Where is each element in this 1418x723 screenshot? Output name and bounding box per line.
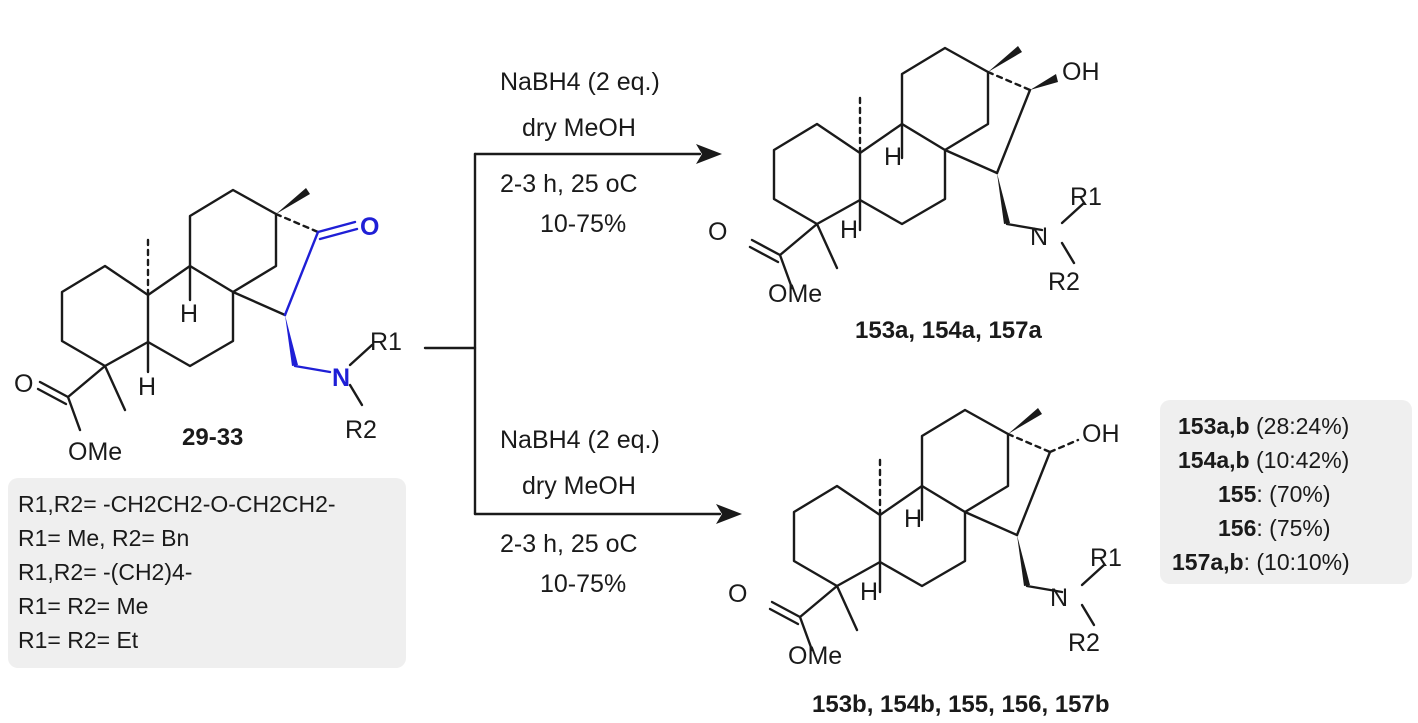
- bottom-solvent: dry MeOH: [522, 472, 636, 500]
- bottom-yield: 10-75%: [540, 570, 626, 598]
- sm-r1-label: R1: [370, 328, 402, 356]
- sm-blue-bonds: [283, 220, 359, 374]
- bottom-r2-label: R2: [1068, 629, 1100, 657]
- arrow-head-top: [696, 144, 722, 164]
- yield-row-4: 156: (75%): [1218, 515, 1331, 541]
- reaction-arrows: [423, 144, 742, 524]
- top-compound-label: 153a, 154a, 157a: [855, 317, 1042, 344]
- yield-row-3: 155: (70%): [1218, 481, 1331, 507]
- yield-row-2: 154a,b (10:42%): [1178, 447, 1349, 473]
- sm-ome: OMe: [68, 438, 122, 466]
- product-top-skeleton: [748, 46, 1086, 290]
- top-r1-label: R1: [1070, 183, 1102, 211]
- top-nitrogen: N: [1030, 223, 1048, 251]
- sm-ester-oxygen: O: [14, 370, 33, 398]
- substituent-line-5: R1= R2= Et: [18, 627, 139, 653]
- top-reagent: NaBH4 (2 eq.): [500, 68, 660, 96]
- sm-nitrogen: N: [332, 364, 350, 392]
- substituent-line-1: R1,R2= -CH2CH2-O-CH2CH2-: [18, 491, 336, 517]
- yield-row-1: 153a,b (28:24%): [1178, 413, 1349, 439]
- product-bottom: OH N R1 R2 H H O OMe 153b, 154b, 155, 15…: [728, 408, 1122, 718]
- sm-ring-bonds: [36, 188, 320, 432]
- yield-panel: 153a,b (28:24%) 154a,b (10:42%) 155: (70…: [1160, 400, 1412, 584]
- top-hydrogen-b: H: [840, 216, 858, 244]
- sm-hydrogen-a: H: [180, 300, 198, 328]
- starting-material: O N R1 R2 H H O OMe 29-33: [14, 188, 402, 466]
- top-hydroxyl: OH: [1062, 58, 1100, 86]
- sm-ketone-oxygen: O: [360, 213, 379, 241]
- yield-panel-bg: [1160, 400, 1412, 584]
- sm-hydrogen-b: H: [138, 373, 156, 401]
- bottom-nitrogen: N: [1050, 584, 1068, 612]
- substituent-panel-bg: [8, 478, 406, 668]
- sm-compound-label: 29-33: [182, 424, 243, 451]
- bottom-hydrogen-b: H: [860, 578, 878, 606]
- product-top: OH N R1 R2 H H O OMe 153a, 154a, 157a: [708, 46, 1102, 344]
- sm-r2-label: R2: [345, 416, 377, 444]
- arrow-head-bottom: [716, 504, 742, 524]
- bottom-compound-label: 153b, 154b, 155, 156, 157b: [812, 691, 1110, 718]
- top-ome: OMe: [768, 280, 822, 308]
- conditions-bottom: NaBH4 (2 eq.) dry MeOH 2-3 h, 25 oC 10-7…: [500, 426, 660, 598]
- product-bottom-skeleton: [768, 408, 1106, 652]
- yield-row-5: 157a,b: (10:10%): [1172, 549, 1350, 575]
- top-r2-label: R2: [1048, 268, 1080, 296]
- bottom-reagent: NaBH4 (2 eq.): [500, 426, 660, 454]
- bottom-hydroxyl: OH: [1082, 420, 1120, 448]
- substituent-panel: R1,R2= -CH2CH2-O-CH2CH2- R1= Me, R2= Bn …: [8, 478, 406, 668]
- substituent-line-2: R1= Me, R2= Bn: [18, 525, 189, 551]
- top-time-temp: 2-3 h, 25 oC: [500, 170, 638, 198]
- top-solvent: dry MeOH: [522, 114, 636, 142]
- top-yield: 10-75%: [540, 210, 626, 238]
- bottom-r1-label: R1: [1090, 544, 1122, 572]
- bottom-ester-oxygen: O: [728, 580, 747, 608]
- conditions-top: NaBH4 (2 eq.) dry MeOH 2-3 h, 25 oC 10-7…: [500, 68, 660, 238]
- bottom-hydrogen-a: H: [904, 505, 922, 533]
- bottom-ome: OMe: [788, 642, 842, 670]
- bottom-time-temp: 2-3 h, 25 oC: [500, 530, 638, 558]
- top-ester-oxygen: O: [708, 218, 727, 246]
- substituent-line-4: R1= R2= Me: [18, 593, 148, 619]
- top-hydrogen-a: H: [884, 143, 902, 171]
- substituent-line-3: R1,R2= -(CH2)4-: [18, 559, 192, 585]
